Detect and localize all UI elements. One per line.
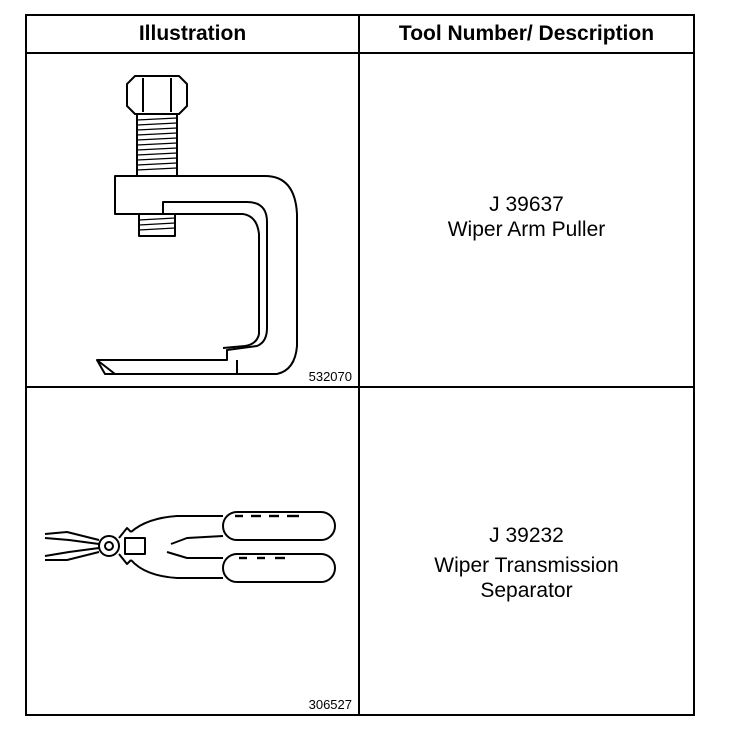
row-1-description-cell: J 39637 Wiper Arm Puller (360, 54, 693, 386)
row-1-illustration-cell: 532070 (27, 54, 358, 386)
tool-description-line-1: Wiper Transmission (434, 554, 619, 577)
row-2-illustration-cell: 306527 (27, 388, 358, 714)
wiper-transmission-separator-illustration-icon (44, 511, 336, 583)
tool-table: Illustration Tool Number/ Description (25, 14, 695, 716)
figure-number: 532070 (308, 369, 352, 384)
row-2-description-cell: J 39232 Wiper Transmission Separator (360, 388, 693, 714)
wiper-arm-puller-illustration-icon (96, 75, 298, 375)
header-tool-description: Tool Number/ Description (398, 22, 655, 45)
tool-description-line-2: Separator (480, 579, 573, 602)
tool-number: J 39232 (489, 524, 564, 547)
tool-number: J 39637 (489, 193, 564, 216)
tool-description: Wiper Arm Puller (447, 218, 606, 241)
column-divider (358, 16, 360, 714)
figure-number: 306527 (308, 697, 352, 712)
header-illustration: Illustration (138, 22, 247, 45)
row-divider (27, 386, 693, 388)
header-divider (27, 52, 693, 54)
